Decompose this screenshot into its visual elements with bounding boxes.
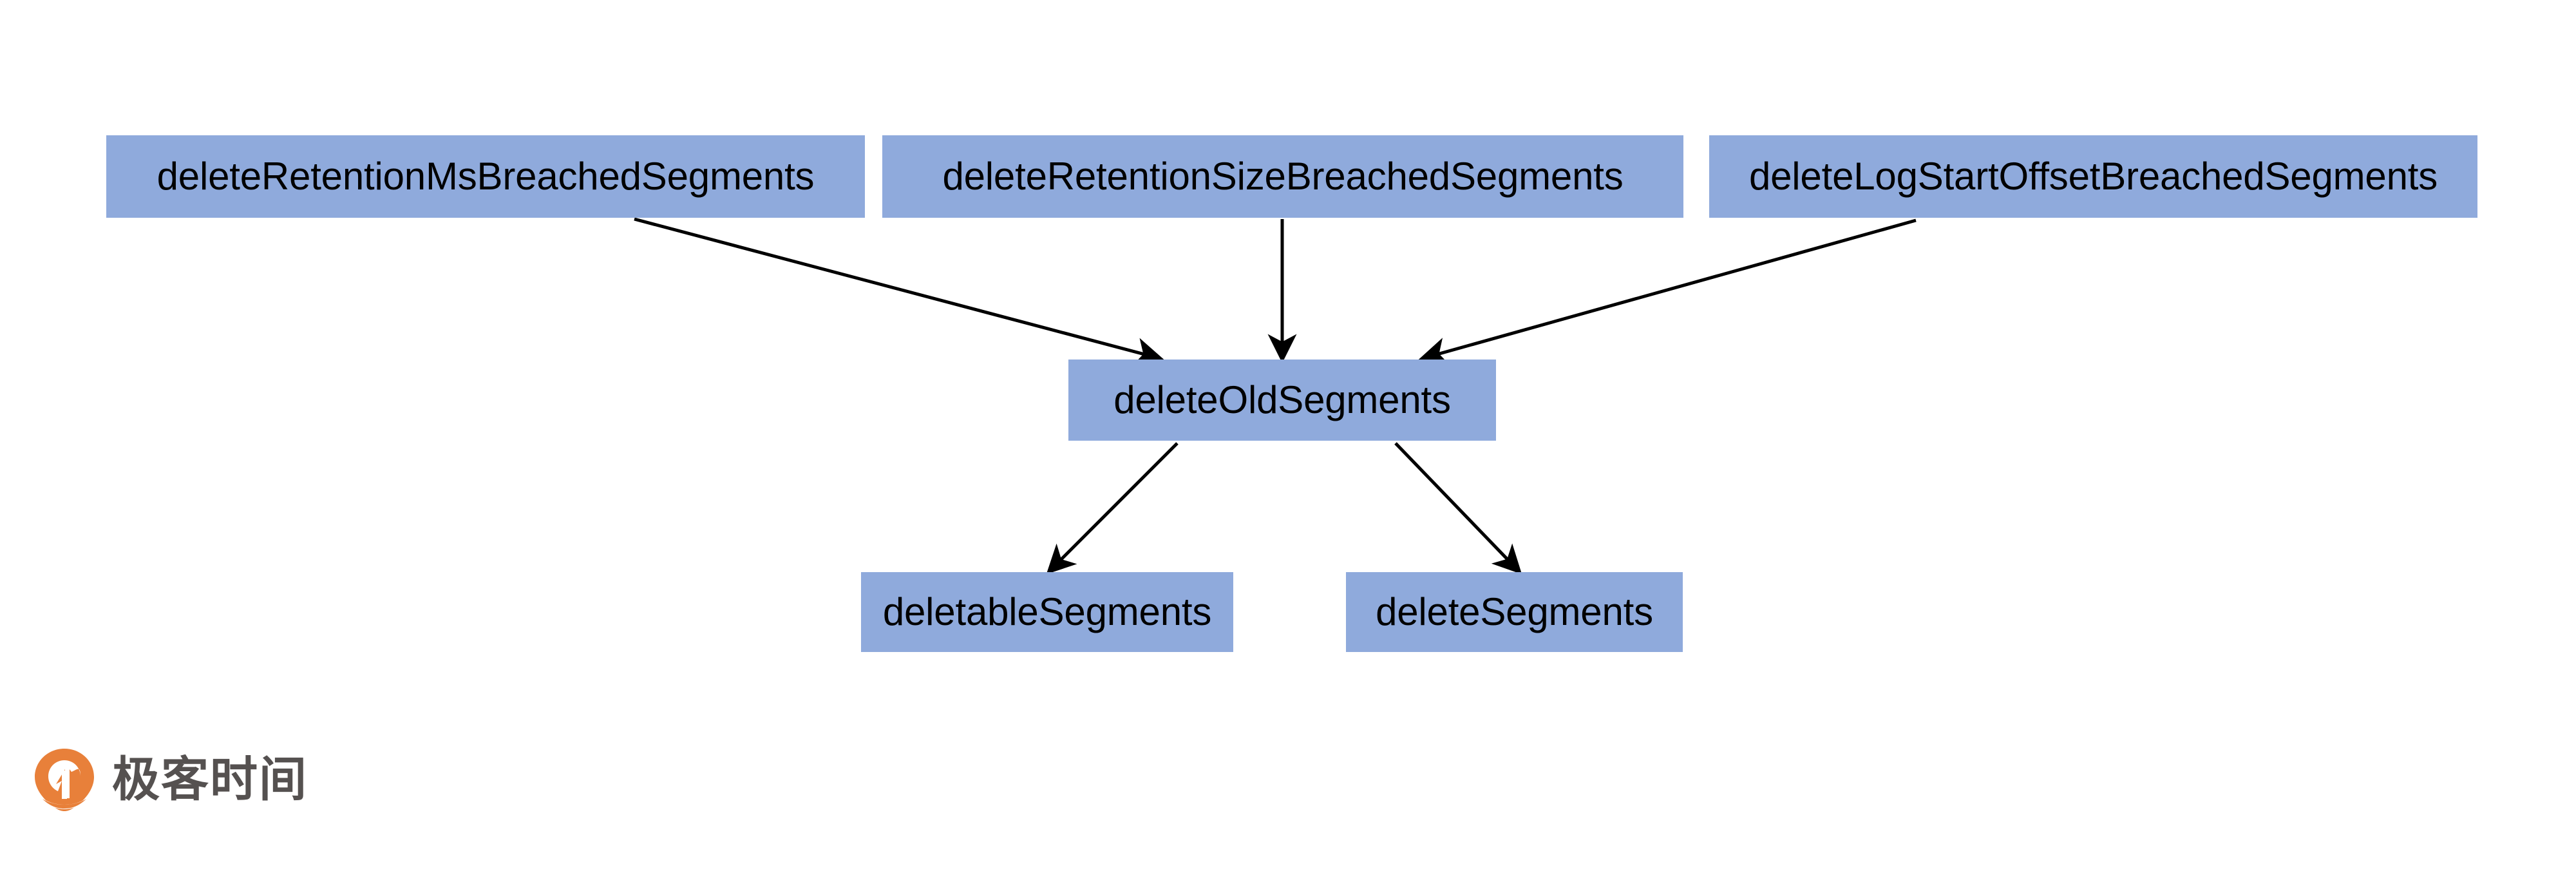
- edge-retention-ms-to-old: [634, 217, 1164, 367]
- node-label: deleteSegments: [1376, 590, 1653, 633]
- geektime-logo-icon: [35, 749, 94, 811]
- node-delete-log-start-offset-breached-segments[interactable]: deleteLogStartOffsetBreachedSegments: [1709, 135, 2477, 218]
- edge-old-to-delete: [1394, 442, 1522, 575]
- node-label: deleteRetentionSizeBreachedSegments: [942, 155, 1624, 198]
- node-label: deleteRetentionMsBreachedSegments: [156, 155, 815, 198]
- node-delete-segments[interactable]: deleteSegments: [1346, 572, 1683, 652]
- node-label: deletableSegments: [882, 590, 1212, 633]
- node-delete-retention-size-breached-segments[interactable]: deleteRetentionSizeBreachedSegments: [882, 135, 1683, 218]
- edge-old-to-deletable: [1046, 442, 1179, 575]
- edge-log-start-offset-to-old: [1418, 218, 1917, 366]
- node-delete-retention-ms-breached-segments[interactable]: deleteRetentionMsBreachedSegments: [106, 135, 865, 218]
- watermark-text: 极客时间: [112, 752, 308, 807]
- node-label: deleteOldSegments: [1113, 378, 1451, 421]
- node-deletable-segments[interactable]: deletableSegments: [861, 572, 1233, 652]
- watermark-logo: 极客时间: [33, 747, 308, 812]
- node-label: deleteLogStartOffsetBreachedSegments: [1748, 155, 2438, 198]
- node-delete-old-segments[interactable]: deleteOldSegments: [1068, 360, 1496, 441]
